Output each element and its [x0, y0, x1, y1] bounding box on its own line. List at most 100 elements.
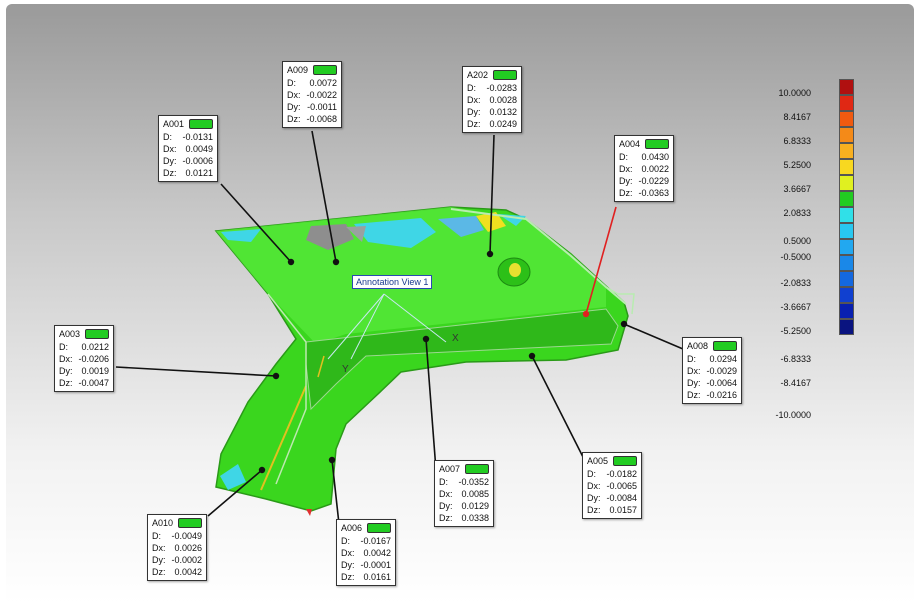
deviation-key: Dz: [163, 168, 177, 178]
deviation-key: Dy: [467, 107, 481, 117]
legend-swatch [839, 239, 854, 255]
measure-point-a005[interactable] [528, 352, 536, 360]
deviation-value: 0.0338 [461, 513, 489, 523]
deviation-row: Dx: 0.0022 [619, 163, 669, 175]
deviation-value: -0.0006 [182, 156, 213, 166]
legend-tick-label: -8.4167 [780, 378, 811, 388]
deviation-value: -0.0011 [307, 102, 337, 112]
deviation-key: D: [287, 78, 296, 88]
deviation-row: D:-0.0182 [587, 468, 637, 480]
deviation-key: Dz: [587, 505, 601, 515]
deviation-row: D:0.0212 [59, 341, 109, 353]
measure-point-a006[interactable] [328, 456, 336, 464]
deviation-row: D:0.0430 [619, 151, 669, 163]
deviation-key: Dz: [59, 378, 73, 388]
measure-point-a202[interactable] [486, 250, 494, 258]
deviation-row: Dx:0.0049 [163, 143, 213, 155]
leader-line-a008 [623, 323, 684, 350]
deviation-row: Dz:-0.0363 [619, 187, 669, 199]
status-badge [465, 464, 489, 474]
cyan-patch [354, 218, 436, 248]
deviation-key: D: [341, 536, 350, 546]
measure-point-a004[interactable] [582, 310, 590, 318]
measure-point-a003[interactable] [272, 372, 280, 380]
legend-tick-label: -6.8333 [780, 354, 811, 364]
deviation-row: Dz:0.0338 [439, 512, 489, 524]
yellow-streak [260, 385, 307, 491]
status-badge [713, 341, 737, 351]
deviation-value: -0.0002 [171, 555, 202, 565]
measure-point-a009[interactable] [332, 258, 340, 266]
deviation-value: -0.0049 [171, 531, 202, 541]
status-badge [313, 65, 337, 75]
deviation-key: Dz: [152, 567, 166, 577]
deviation-row: Dx:0.0026 [152, 542, 202, 554]
legend-swatch [839, 303, 854, 319]
status-badge [613, 456, 637, 466]
legend-tick-label: 5.2500 [783, 160, 811, 170]
deviation-row: Dy:-0.0229 [619, 175, 669, 187]
axis-label-y: Y [342, 364, 349, 375]
leader-line-a001 [220, 183, 292, 263]
deviation-key: Dy: [59, 366, 73, 376]
yellow-streak [317, 355, 325, 378]
deviation-key: D: [163, 132, 172, 142]
legend-swatch [839, 111, 854, 127]
deviation-value: 0.0212 [81, 342, 109, 352]
deviation-key: Dz: [687, 390, 701, 400]
label-id: A009 [287, 65, 309, 75]
deviation-value: -0.0216 [706, 390, 737, 400]
legend-tick-label: -0.5000 [780, 252, 811, 262]
deviation-row: Dy:0.0132 [467, 106, 517, 118]
deviation-value: -0.0167 [360, 536, 391, 546]
annotation-view-tag[interactable]: Annotation View 1 [352, 275, 433, 289]
deviation-value: 0.0026 [174, 543, 202, 553]
legend-swatch [839, 287, 854, 303]
axis-label-x: X [452, 333, 459, 344]
deviation-value: 0.0161 [363, 572, 391, 582]
deviation-value: 0.0042 [174, 567, 202, 577]
legend-tick-label: 6.8333 [783, 136, 811, 146]
status-badge [367, 523, 391, 533]
deviation-key: Dz: [341, 572, 355, 582]
deviation-value: 0.0022 [641, 164, 669, 174]
deviation-value: -0.0352 [458, 477, 489, 487]
deviation-key: Dy: [341, 560, 355, 570]
legend-swatch [839, 143, 854, 159]
deviation-key: Dx: [287, 90, 301, 100]
measure-point-a007[interactable] [422, 335, 430, 343]
deviation-row: Dz: 0.0042 [152, 566, 202, 578]
cyan-patch [221, 229, 261, 242]
measure-point-a010[interactable] [258, 466, 266, 474]
deviation-row: D:-0.0131 [163, 131, 213, 143]
deviation-row: Dy:-0.0064 [687, 377, 737, 389]
deviation-key: Dx: [439, 489, 453, 499]
deviation-value: 0.0121 [185, 168, 213, 178]
legend-swatch [839, 79, 854, 95]
leader-lines [115, 130, 684, 525]
deviation-key: D: [152, 531, 161, 541]
deviation-key: Dy: [619, 176, 633, 186]
deviation-key: Dy: [152, 555, 166, 565]
deviation-value: 0.0085 [461, 489, 489, 499]
deviation-key: Dx: [619, 164, 633, 174]
label-id: A004 [619, 139, 641, 149]
label-id: A008 [687, 341, 709, 351]
deviation-value: -0.0068 [306, 114, 337, 124]
deviation-value: -0.0064 [706, 378, 737, 388]
deviation-key: D: [439, 477, 448, 487]
measure-point-a008[interactable] [620, 320, 628, 328]
deviation-value: 0.0049 [185, 144, 213, 154]
measure-point-a001[interactable] [287, 258, 295, 266]
